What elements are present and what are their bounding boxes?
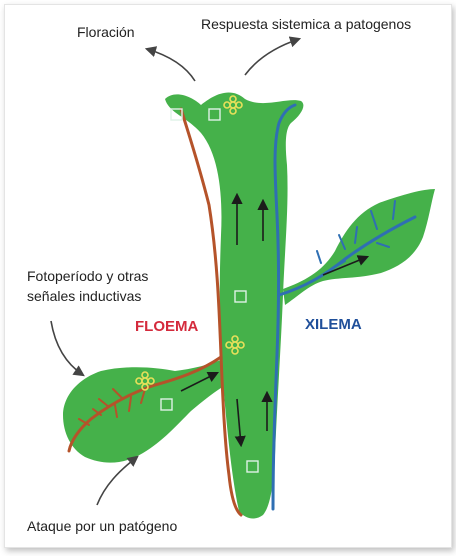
plant-stem xyxy=(165,93,303,519)
label-fotoperiodo-line2: señales inductivas xyxy=(27,288,141,304)
label-floracion: Floración xyxy=(77,24,135,40)
right-leaf xyxy=(283,189,435,305)
label-floema: FLOEMA xyxy=(135,318,198,335)
label-respuesta: Respuesta sistemica a patogenos xyxy=(201,16,411,32)
diagram-frame: Floración Respuesta sistemica a patogeno… xyxy=(4,4,452,548)
xylem-vessels xyxy=(273,105,415,509)
label-ataque: Ataque por un patógeno xyxy=(27,518,177,534)
plant-diagram: Floración Respuesta sistemica a patogeno… xyxy=(5,5,451,547)
label-xilema: XILEMA xyxy=(305,316,362,333)
label-fotoperiodo-line1: Fotoperíodo y otras xyxy=(27,268,148,284)
